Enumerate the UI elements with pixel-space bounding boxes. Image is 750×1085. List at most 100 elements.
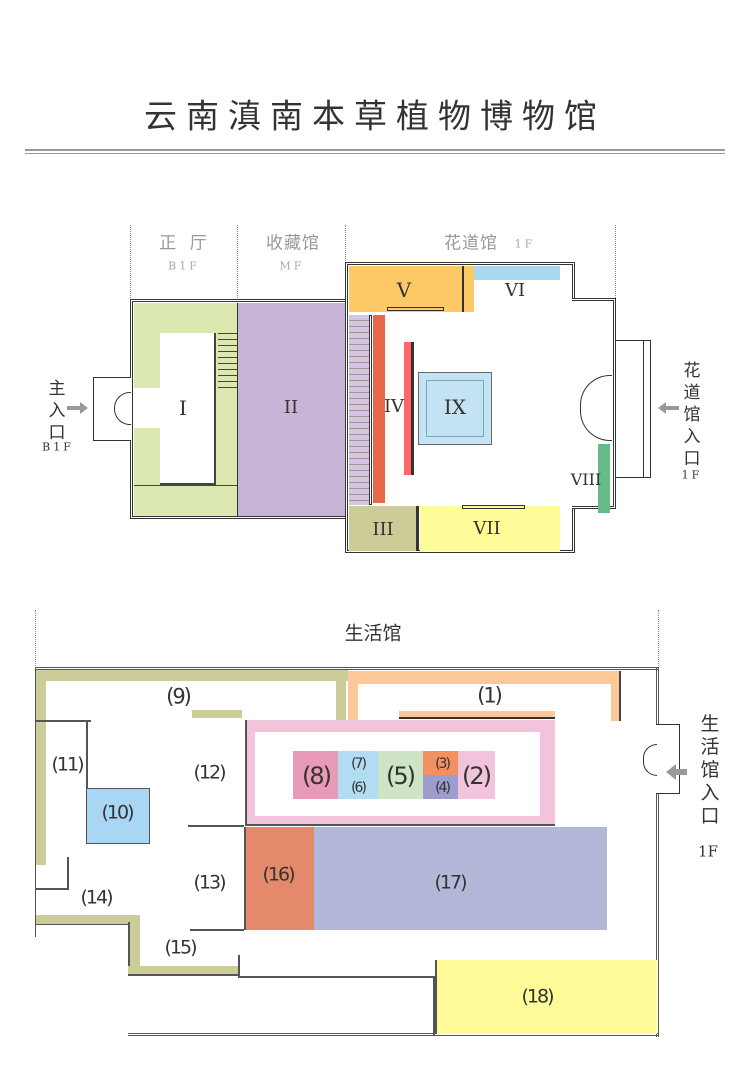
room-3[interactable] (423, 751, 458, 775)
room-label: (2) (462, 762, 492, 790)
room-label: (12) (193, 761, 226, 784)
room-1-wall (399, 711, 555, 719)
room-label: IV (383, 396, 405, 417)
room-2[interactable] (458, 751, 495, 799)
wall (36, 888, 69, 890)
room-18[interactable] (435, 960, 657, 1034)
wall (190, 929, 244, 931)
room-label: (14) (80, 886, 113, 909)
room-label: (13) (193, 871, 226, 894)
wall (86, 720, 88, 788)
room-IV[interactable] (373, 315, 385, 503)
room-label: (6) (351, 780, 367, 796)
wall (238, 955, 240, 977)
section-label: 生活馆 (344, 622, 402, 645)
room-9[interactable] (36, 670, 348, 681)
outer-wall (656, 667, 659, 1037)
room-5[interactable] (378, 751, 423, 799)
door-icon[interactable] (643, 744, 657, 776)
room-15-wall (128, 922, 140, 976)
outer-wall (35, 667, 659, 670)
room-label: (17) (434, 871, 467, 894)
room-label: (11) (51, 753, 84, 776)
display-case (387, 307, 444, 311)
room-1[interactable] (348, 671, 621, 684)
room-label: IX (443, 395, 467, 419)
section-divider (345, 225, 346, 265)
room-label: VII (473, 518, 501, 539)
staircase (218, 333, 237, 388)
section-floor: 1F (514, 237, 536, 251)
room-label: VI (504, 280, 526, 301)
room-label: (1) (477, 683, 503, 708)
life-entrance-label: 生活馆入口 (700, 713, 720, 827)
room-17[interactable] (314, 827, 607, 930)
room-label: III (372, 519, 394, 540)
arrow-left-icon (665, 406, 679, 410)
flower-entrance-label: 花道馆入口 (683, 361, 701, 469)
title-divider (25, 153, 725, 154)
display-wall (404, 342, 414, 475)
flower-entrance-vestibule (615, 340, 651, 478)
outer-wall (128, 1033, 659, 1036)
room-4[interactable] (423, 775, 458, 799)
section-divider (615, 225, 616, 298)
wall (67, 857, 69, 890)
room-10[interactable] (86, 788, 150, 844)
page-title: 云南滇南本草植物博物馆 (144, 96, 606, 136)
room-V-annex (462, 266, 474, 312)
room-label: I (179, 396, 187, 420)
wall (188, 825, 244, 827)
room-IX-inner (426, 380, 484, 437)
title-divider (25, 149, 725, 151)
wall (238, 976, 436, 978)
room-label: II (283, 397, 299, 418)
room-label: (10) (101, 801, 134, 824)
room-VI[interactable] (474, 266, 560, 280)
room-III[interactable] (349, 506, 419, 551)
staircase (349, 315, 369, 505)
life-entrance-floor: 1F (698, 842, 718, 861)
room-16[interactable] (244, 827, 314, 930)
room-V[interactable] (349, 266, 462, 312)
room-6-7[interactable] (338, 751, 378, 799)
room-label: VIII (570, 470, 602, 489)
life-entrance-vestibule (656, 724, 680, 794)
room-label: (4) (435, 780, 451, 796)
room-15-wall (36, 915, 140, 925)
section-divider (658, 610, 659, 668)
section-label: 正 厅 (159, 233, 211, 254)
room-1-wall (348, 671, 358, 721)
section-divider (130, 225, 131, 300)
arrow-right-icon (80, 402, 88, 414)
room-label: (7) (351, 756, 367, 772)
room-1-wall (611, 671, 621, 721)
room-VIII[interactable] (598, 444, 610, 513)
room-label: (15) (164, 936, 197, 959)
section-label: 收藏馆 (266, 233, 320, 254)
room-9-wall (336, 670, 346, 722)
section-label: 花道馆 (444, 233, 498, 254)
room-label: (5) (386, 762, 416, 790)
arrow-right-icon (67, 406, 81, 410)
room-label: (16) (262, 863, 295, 886)
room-label: (9) (166, 684, 192, 709)
room-label: V (396, 278, 412, 302)
wall (433, 976, 435, 1036)
room-IX[interactable] (418, 372, 492, 445)
room-9-wall (36, 670, 46, 865)
room-VII[interactable] (420, 506, 560, 551)
outer-wall (35, 667, 36, 937)
room-15[interactable] (128, 966, 239, 976)
section-divider (35, 610, 36, 668)
section-floor: B1F (168, 259, 200, 273)
entrance-passage (134, 388, 162, 428)
section-floor: MF (279, 259, 305, 273)
wall (134, 485, 237, 486)
room-8[interactable] (293, 751, 338, 799)
arrow-left-icon (666, 764, 676, 780)
main-entrance-floor: B1F (42, 440, 74, 454)
room-II[interactable] (237, 303, 346, 516)
room-label: (18) (521, 985, 554, 1008)
